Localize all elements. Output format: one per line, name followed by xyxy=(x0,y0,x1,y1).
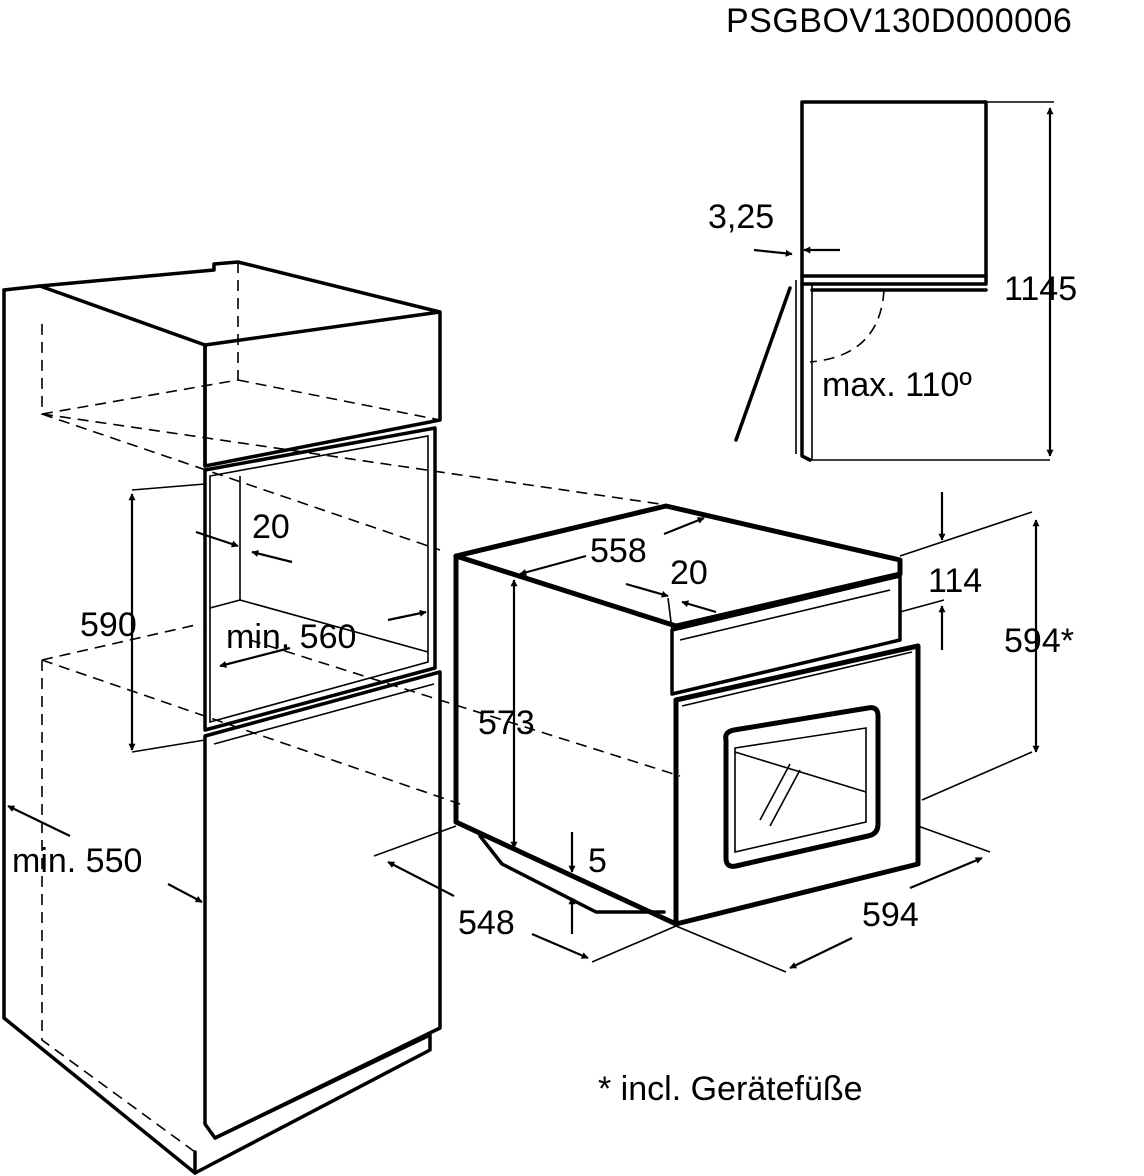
dim-cabinet-depth: min. 550 xyxy=(12,842,142,880)
dim-panel-height: 114 xyxy=(928,562,982,600)
dim-total-height: 1145 xyxy=(1004,270,1077,308)
cabinet-dimensions xyxy=(7,483,427,903)
kitchen-cabinet xyxy=(2,260,681,1175)
dim-niche-width: min. 560 xyxy=(226,618,356,656)
door-detail xyxy=(734,100,1054,462)
dim-oven-top-gap: 20 xyxy=(670,554,708,592)
oven-dimensions xyxy=(373,492,1040,973)
dim-door-gap: 3,25 xyxy=(708,198,774,236)
dim-niche-side-gap: 20 xyxy=(252,508,290,546)
dim-feet-height: 5 xyxy=(588,842,607,880)
dim-oven-depth: 548 xyxy=(458,904,515,942)
oven xyxy=(453,503,921,927)
footnote: * incl. Gerätefüße xyxy=(598,1070,863,1108)
dim-niche-height: 590 xyxy=(80,606,137,644)
dim-oven-top-depth: 558 xyxy=(590,532,647,570)
dim-door-angle: max. 110º xyxy=(822,366,972,404)
dim-oven-height-incl-feet: 594* xyxy=(1004,622,1074,660)
dim-oven-width: 594 xyxy=(862,896,919,934)
dim-oven-body-height: 573 xyxy=(478,704,535,742)
document-code: PSGBOV130D000006 xyxy=(726,2,1072,40)
